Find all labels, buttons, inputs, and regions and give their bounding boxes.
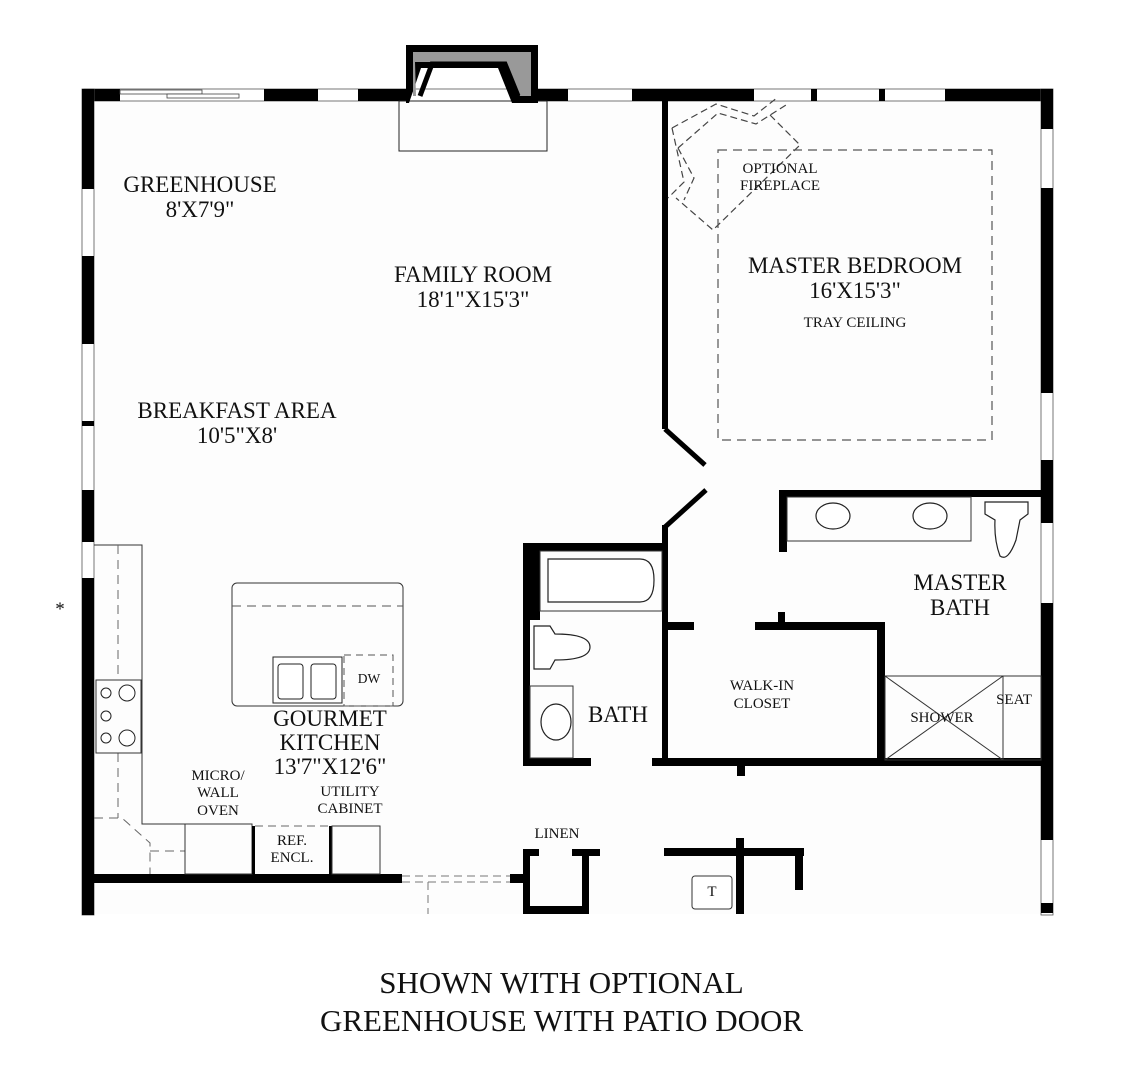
sink-icon: [529, 685, 574, 759]
thermostat-label: T: [707, 884, 717, 900]
right-wall: [1040, 88, 1054, 916]
kitchen-bottom-wall: [84, 874, 524, 914]
left-wall: [81, 88, 95, 916]
hall-walls: [664, 838, 804, 914]
kitchen-counter: [94, 544, 186, 874]
tray-ceiling-outline: [717, 149, 993, 441]
shower-icon: [884, 675, 1042, 761]
optional-fireplace-icon: [667, 96, 801, 231]
bathtub-icon: [539, 550, 663, 612]
hall-toilet-icon: [533, 625, 591, 670]
linen-label: LINEN: [534, 826, 580, 842]
caption-line-2: GREENHOUSE WITH PATIO DOOR: [319, 1003, 804, 1038]
bedroom-wall: [662, 99, 708, 765]
ref-encl-label: REF.ENCL.: [270, 833, 314, 867]
dishwasher-label: DW: [357, 671, 381, 686]
asterisk-marker: *: [55, 599, 65, 620]
linen-closet: [523, 849, 600, 914]
patio-door-icon: [119, 89, 240, 99]
oven-cabinet: [184, 823, 381, 875]
hall-bath-walls: [523, 543, 668, 766]
shower-label: SHOWER: [910, 710, 974, 726]
top-wall: [83, 88, 1053, 102]
fireplace-icon: [398, 45, 548, 152]
cooktop-icon: [95, 679, 142, 754]
toilet-icon: [984, 501, 1029, 558]
tray-ceiling-label: TRAY CEILING: [803, 315, 907, 331]
bath-label: BATH: [587, 702, 649, 727]
vanity-icon: [786, 496, 972, 542]
thermostat-icon: [691, 875, 733, 910]
caption-line-1: SHOWN WITH OPTIONAL: [379, 965, 744, 1000]
master-bath-walls: [652, 490, 1052, 776]
seat-label: SEAT: [996, 692, 1032, 708]
kitchen-island: [231, 582, 404, 707]
